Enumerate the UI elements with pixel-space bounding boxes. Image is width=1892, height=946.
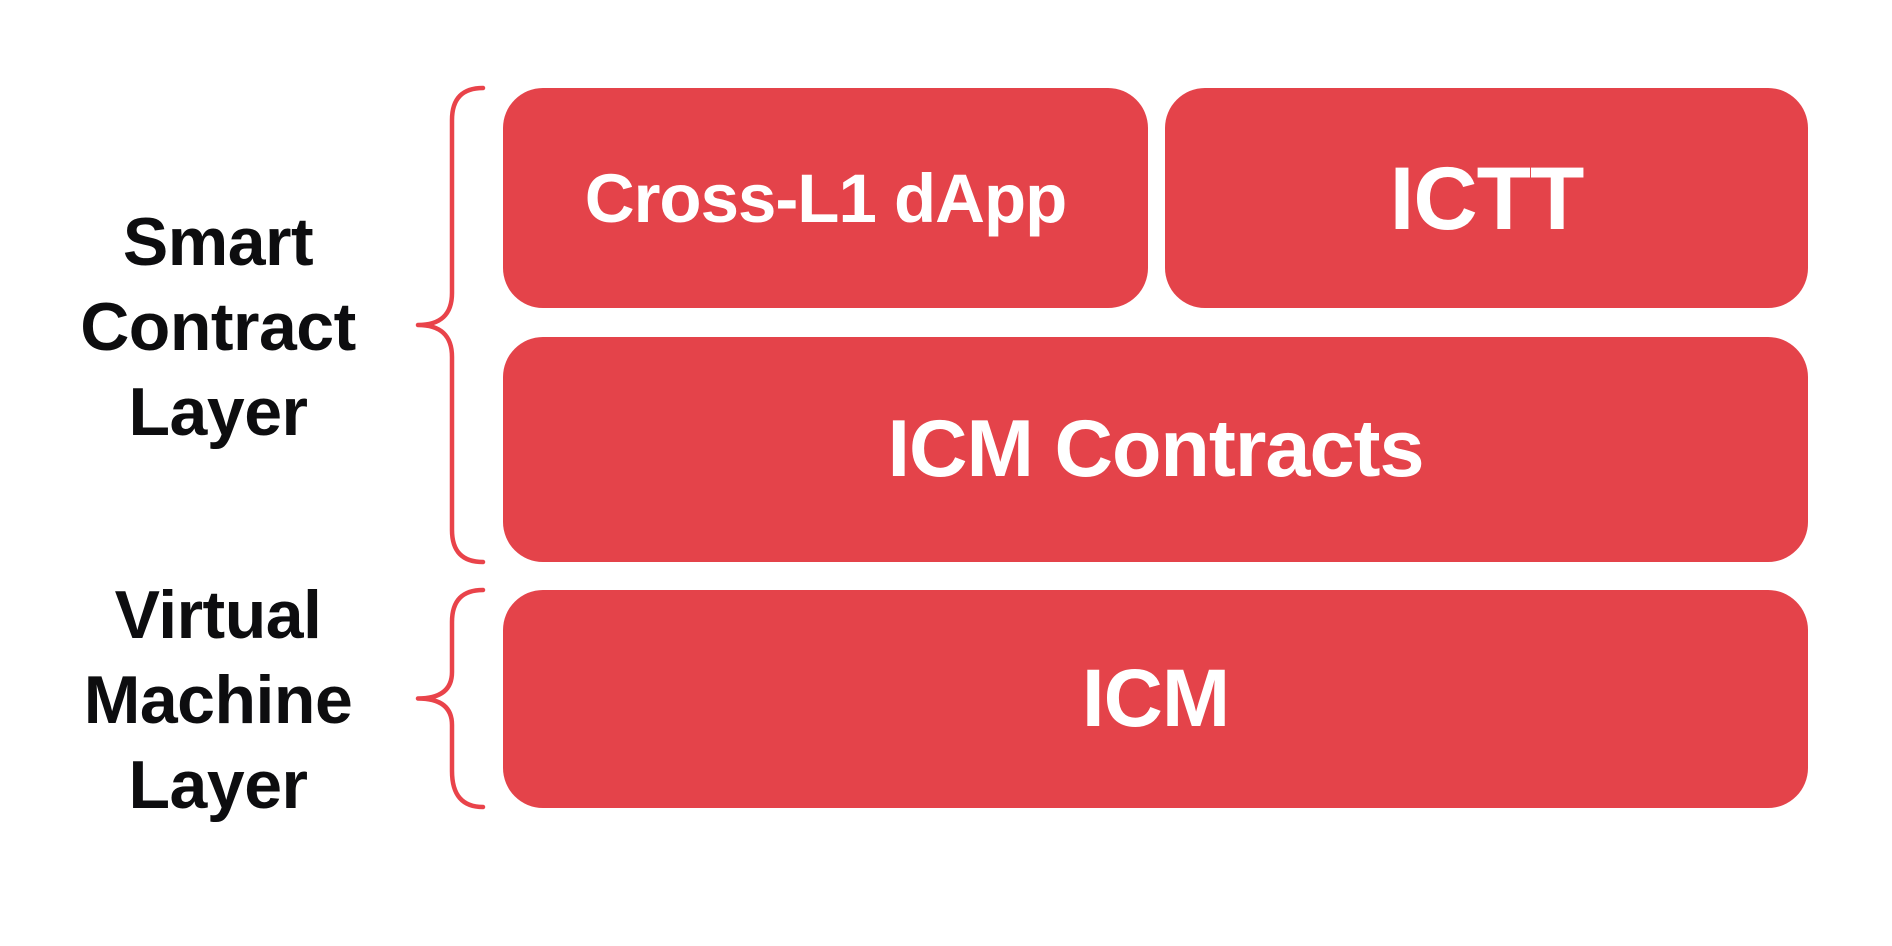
- smart-contract-layer-label-line-1: Smart: [122, 204, 314, 280]
- virtual-machine-layer-label-line-1: Virtual: [114, 577, 322, 653]
- smart-contract-layer-label-line-3: Layer: [128, 374, 308, 450]
- ictt-box: ICTT: [1165, 88, 1808, 308]
- smart-contract-curly-brace-icon: [415, 85, 486, 565]
- cross-l1-dapp-box: Cross-L1 dApp: [503, 88, 1148, 308]
- virtual-machine-layer-label-line-3: Layer: [128, 747, 308, 823]
- cross-l1-dapp-label: Cross-L1 dApp: [584, 159, 1068, 237]
- virtual-machine-layer-label-line-2: Machine: [83, 662, 353, 738]
- ictt-label: ICTT: [1389, 147, 1585, 248]
- virtual-machine-layer-label: Virtual Machine Layer: [0, 573, 436, 828]
- icm-label: ICM: [1081, 653, 1230, 744]
- icm-contracts-label: ICM Contracts: [887, 404, 1424, 494]
- icm-box: ICM: [503, 590, 1808, 808]
- smart-contract-layer-label: Smart Contract Layer: [0, 200, 436, 455]
- virtual-machine-curly-brace-icon: [415, 587, 486, 810]
- icm-contracts-box: ICM Contracts: [503, 337, 1808, 562]
- smart-contract-layer-label-line-2: Contract: [80, 289, 356, 365]
